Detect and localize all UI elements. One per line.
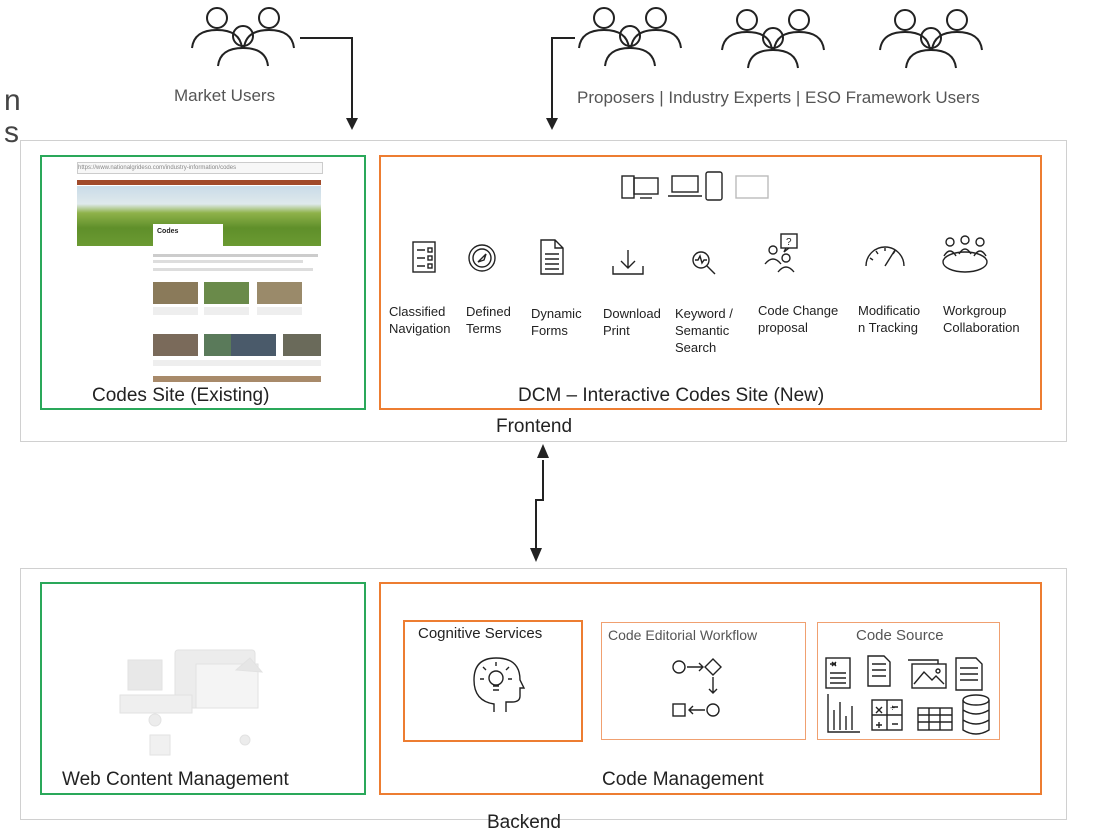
cognitive-services-box bbox=[403, 620, 583, 742]
feature-label-line: Workgroup bbox=[943, 303, 1007, 318]
wcm-box bbox=[40, 582, 366, 795]
backend-label: Backend bbox=[487, 812, 561, 833]
workflow-icon bbox=[672, 658, 722, 717]
users-group-icon-3 bbox=[879, 9, 983, 69]
feature-label-line: Forms bbox=[531, 323, 568, 338]
feature-label-line: Classified bbox=[389, 304, 446, 319]
svg-text:?: ? bbox=[786, 237, 792, 248]
feature-label-line: Dynamic bbox=[531, 306, 582, 321]
feature-label-line: Collaboration bbox=[943, 320, 1020, 335]
market-users-group-icon bbox=[191, 7, 295, 67]
screenshot-url-bar: https://www.nationalgrideso.com/industry… bbox=[77, 162, 323, 174]
codes-site-box bbox=[40, 155, 366, 410]
screenshot-banner: Codes bbox=[77, 186, 321, 246]
feature-label-line: Terms bbox=[466, 321, 502, 336]
feature-label-line: Defined bbox=[466, 304, 511, 319]
download-icon bbox=[612, 250, 644, 275]
code-management-label: Code Management bbox=[602, 769, 764, 790]
feature-workgroup-collaboration: Workgroup Collaboration bbox=[943, 302, 1020, 336]
document-icon bbox=[540, 239, 564, 275]
list-icon bbox=[412, 241, 436, 273]
code-management-box bbox=[379, 582, 1042, 795]
code-source-box bbox=[817, 622, 1000, 740]
head-lightbulb-icon bbox=[473, 657, 526, 712]
feature-label-line: Search bbox=[675, 340, 717, 355]
cut-off-left-text-s-visible: s bbox=[4, 116, 19, 149]
codes-site-label: Codes Site (Existing) bbox=[92, 385, 270, 406]
feature-modification-tracking: Modificatio n Tracking bbox=[858, 302, 920, 336]
dcm-box bbox=[379, 155, 1042, 410]
feature-defined-terms: Defined Terms bbox=[466, 303, 511, 337]
screenshot-banner-title: Codes bbox=[153, 224, 223, 246]
compass-icon bbox=[468, 244, 496, 272]
feature-label-line: Navigation bbox=[389, 321, 451, 336]
screenshot-nav bbox=[77, 180, 321, 185]
frontend-frame bbox=[20, 140, 1067, 442]
feature-label-line: Modificatio bbox=[858, 303, 921, 318]
feature-label-line: Print bbox=[603, 323, 630, 338]
other-users-label: Proposers | Industry Experts | ESO Frame… bbox=[577, 88, 980, 107]
feature-dynamic-forms: Dynamic Forms bbox=[531, 305, 582, 339]
feature-label-line: Keyword / bbox=[675, 306, 733, 321]
editorial-workflow-label: Code Editorial Workflow bbox=[608, 627, 758, 643]
users-group-icon-1 bbox=[578, 7, 682, 67]
feature-classified-navigation: Classified Navigation bbox=[389, 303, 450, 337]
people-question-icon bbox=[764, 233, 798, 273]
data-sources-icon bbox=[825, 655, 990, 735]
code-source-label: Code Source bbox=[856, 627, 944, 644]
multi-device-icon bbox=[621, 171, 769, 201]
feature-label-line: Code Change bbox=[758, 303, 839, 318]
website-screenshot-icon: https://www.nationalgrideso.com/industry… bbox=[73, 162, 323, 384]
cut-off-left-text-n-visible: n bbox=[4, 84, 21, 117]
backend-frame bbox=[20, 568, 1067, 820]
feature-label-line: proposal bbox=[758, 320, 808, 335]
wcm-label: Web Content Management bbox=[62, 769, 289, 790]
feature-label-line: Download bbox=[603, 306, 661, 321]
feature-code-change-proposal: Code Change proposal bbox=[758, 302, 838, 336]
gauge-icon bbox=[865, 246, 905, 267]
market-users-label: Market Users bbox=[174, 86, 276, 105]
users-group-icon-2 bbox=[721, 9, 825, 69]
dcm-label: DCM – Interactive Codes Site (New) bbox=[518, 385, 825, 406]
cognitive-services-label: Cognitive Services bbox=[418, 625, 543, 642]
meeting-icon bbox=[942, 235, 988, 273]
svg-text:÷: ÷ bbox=[890, 703, 895, 713]
feature-download-print: Download Print bbox=[603, 305, 661, 339]
frontend-label: Frontend bbox=[496, 416, 573, 437]
search-icon bbox=[692, 251, 716, 275]
editorial-workflow-box bbox=[601, 622, 806, 740]
feature-keyword-search: Keyword / Semantic Search bbox=[675, 305, 733, 356]
feature-label-line: n Tracking bbox=[858, 320, 918, 335]
feature-label-line: Semantic bbox=[675, 323, 730, 338]
